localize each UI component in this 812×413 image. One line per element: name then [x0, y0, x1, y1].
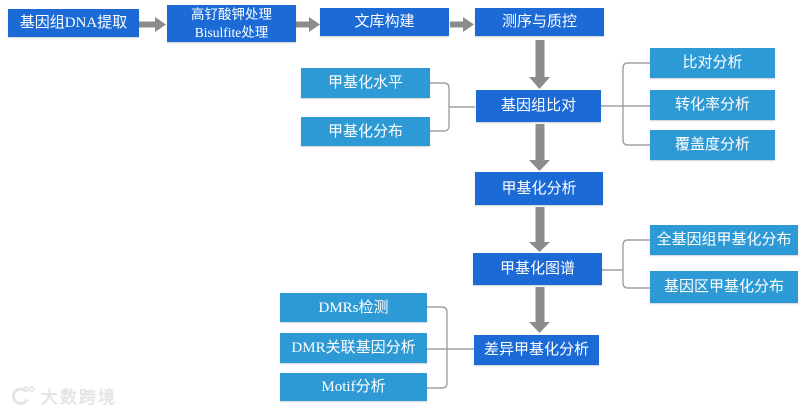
node-methylation-analysis: 甲基化分析 — [475, 172, 603, 205]
watermark: 大数跨境 — [8, 383, 117, 408]
node-motif-analysis: Motif分析 — [280, 373, 427, 401]
arrow-treatment-to-library — [296, 17, 320, 32]
node-genomewide-methylation-distribution: 全基因组甲基化分布 — [650, 225, 798, 255]
node-genome-alignment: 基因组比对 — [476, 90, 601, 122]
node-bisulfite-treatment-line2: Bisulfite处理 — [194, 24, 269, 40]
arrow-analysis-to-map — [529, 207, 550, 252]
arrow-map-to-differential — [529, 287, 550, 333]
node-differential-methylation: 差异甲基化分析 — [474, 335, 599, 365]
node-dmr-associated-gene-analysis: DMR关联基因分析 — [280, 333, 427, 363]
arrow-library-to-seqqc — [450, 17, 474, 32]
node-methylation-distribution: 甲基化分布 — [301, 117, 430, 146]
node-dna-extraction: 基因组DNA提取 — [8, 9, 139, 37]
connector-right-alignment-bracket — [601, 62, 650, 146]
node-bisulfite-treatment-line1: 高钌酸钾处理 — [191, 6, 272, 22]
node-methylation-level: 甲基化水平 — [301, 68, 430, 98]
arrow-alignment-to-analysis — [529, 124, 550, 171]
node-generegion-methylation-distribution: 基因区甲基化分布 — [650, 271, 798, 303]
connector-left-alignment-bracket — [430, 82, 475, 132]
watermark-text: 大数跨境 — [41, 388, 117, 407]
connector-map-bracket — [602, 239, 650, 289]
arrow-dna-to-treatment — [139, 17, 166, 32]
node-methylation-map: 甲基化图谱 — [473, 253, 602, 285]
node-bisulfite-treatment: 高钌酸钾处理 Bisulfite处理 — [167, 5, 296, 42]
node-library-construction: 文库构建 — [320, 8, 449, 36]
node-conversion-rate-analysis: 转化率分析 — [650, 90, 775, 120]
watermark-logo-icon — [11, 385, 35, 405]
node-dmrs-detection: DMRs检测 — [280, 293, 427, 322]
node-sequencing-qc: 测序与质控 — [475, 8, 604, 36]
arrow-seqqc-to-alignment — [529, 40, 550, 89]
connector-differential-bracket — [427, 306, 474, 389]
node-coverage-analysis: 覆盖度分析 — [650, 130, 775, 160]
node-alignment-analysis: 比对分析 — [650, 48, 775, 78]
